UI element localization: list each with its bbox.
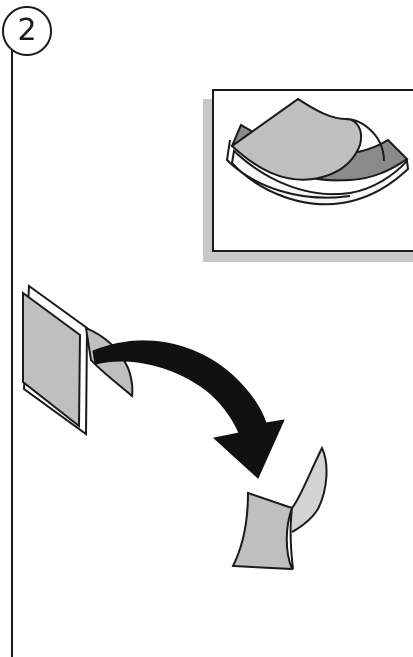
peeled-backing-curl xyxy=(291,445,328,533)
inset-top-layer xyxy=(230,97,362,181)
film-application-illustration xyxy=(22,284,328,571)
peeled-backing-edge xyxy=(289,507,294,570)
peeled-backing-icon xyxy=(231,445,328,571)
inset-shadow-band xyxy=(230,148,410,206)
curved-arrow-icon xyxy=(92,340,285,479)
page-rule xyxy=(11,44,13,657)
step-number-badge: 2 xyxy=(2,6,52,56)
curling-film-detail-icon xyxy=(225,97,410,206)
inset-curl xyxy=(345,118,385,162)
arrow-body xyxy=(92,340,285,479)
inset-left-edge xyxy=(225,139,351,199)
step-number: 2 xyxy=(17,13,37,48)
peeled-backing-main xyxy=(231,491,294,571)
sheet-front-layer xyxy=(22,291,82,429)
inset-detail-frame xyxy=(212,89,413,252)
